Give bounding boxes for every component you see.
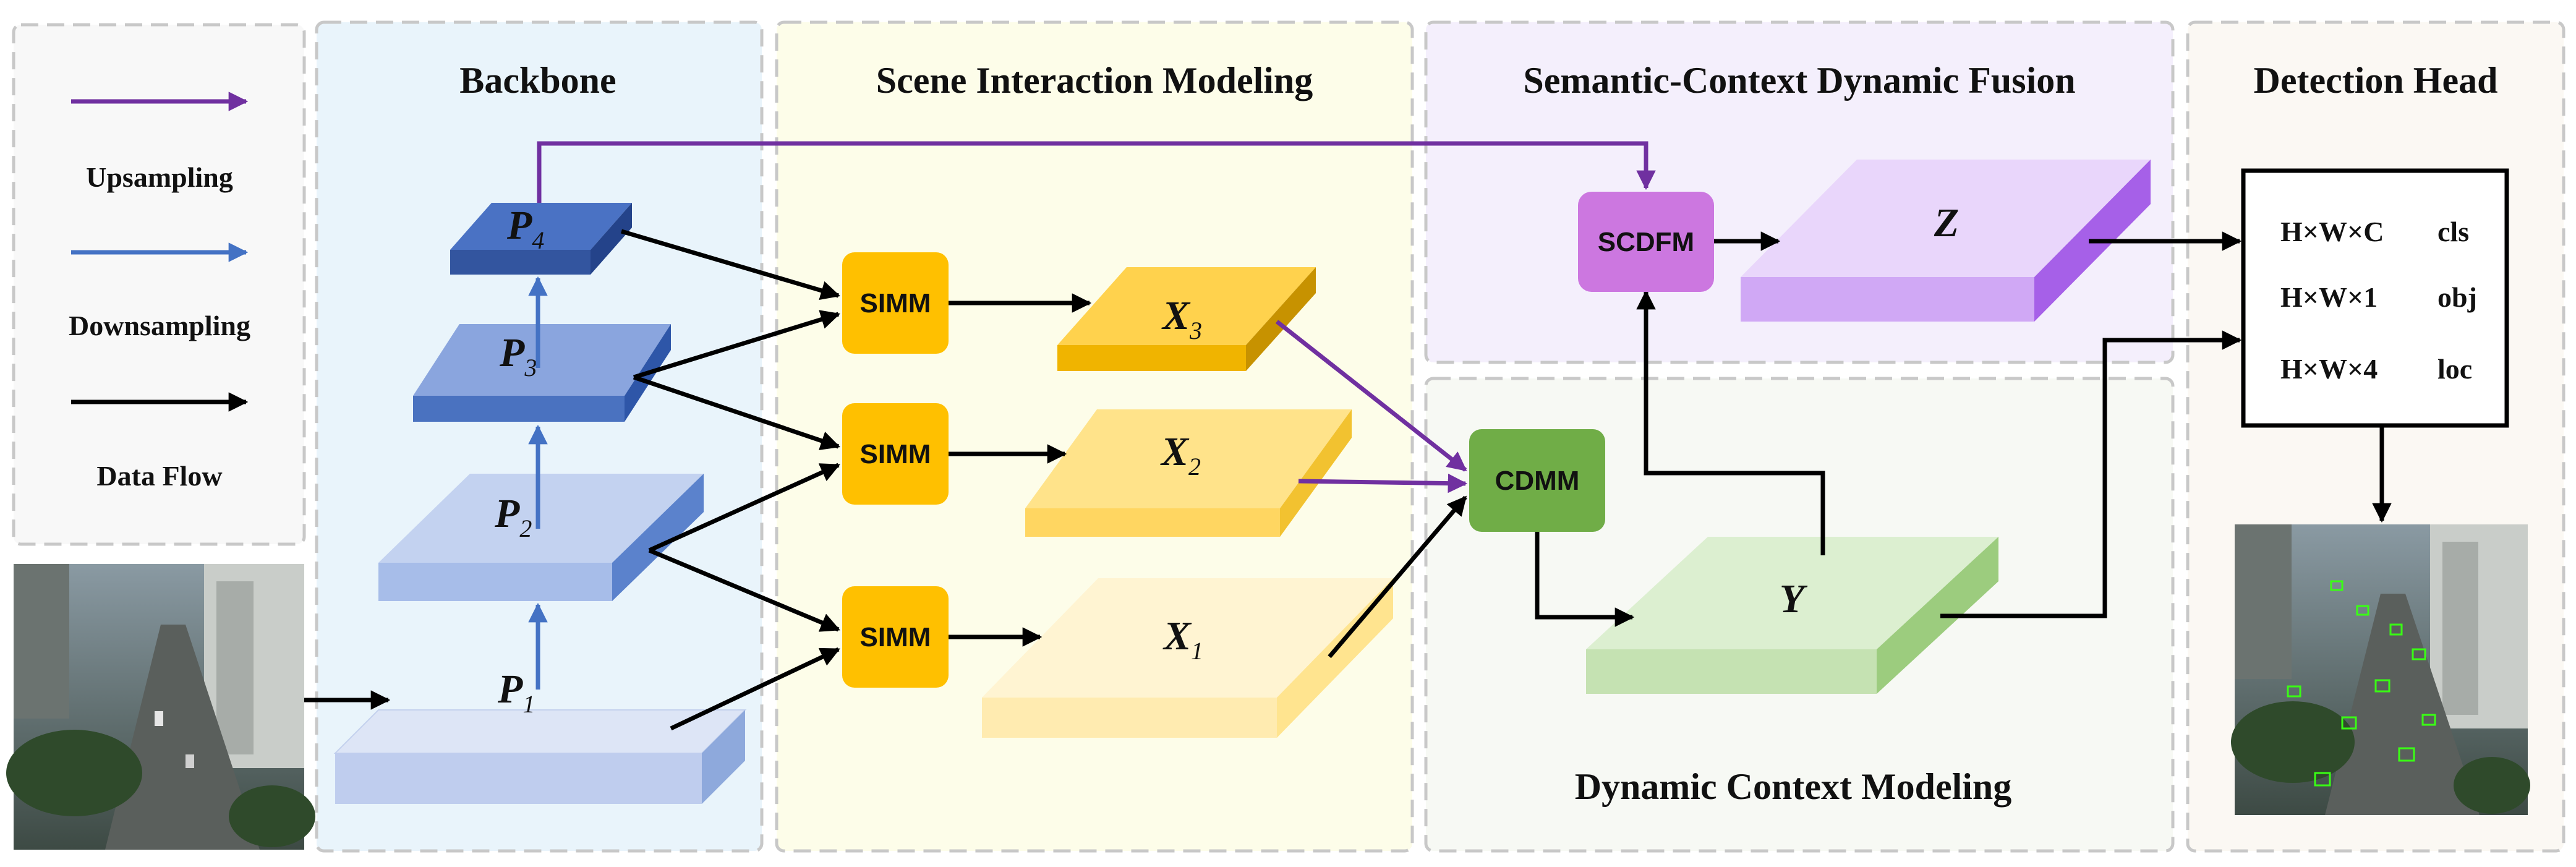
- backbone-level-p4: [450, 203, 632, 275]
- x1-feature: [982, 578, 1393, 738]
- svg-text:SIMM: SIMM: [860, 288, 931, 318]
- scdfm-module: SCDFM: [1578, 192, 1714, 292]
- simm-module-bottom: SIMM: [842, 586, 949, 688]
- scene-interaction-title: Scene Interaction Modeling: [876, 60, 1313, 101]
- p2-label: P2: [494, 491, 532, 542]
- p4-to-scdfm-upsampling-arrow: [537, 141, 1656, 203]
- y-feature: [1586, 537, 1998, 694]
- backbone-level-p2: [378, 474, 704, 601]
- x2-to-cdmm-arrow: [1298, 473, 1468, 493]
- legend-upsampling-label: Upsampling: [86, 161, 233, 193]
- detection-result-image: [2231, 524, 2530, 815]
- backbone-level-p1: [333, 709, 747, 804]
- input-image: [6, 564, 315, 850]
- p4-to-simm-top-arrow: [621, 229, 841, 301]
- semantic-fusion-title: Semantic-Context Dynamic Fusion: [1523, 60, 2075, 101]
- output-cls-shape: H×W×C: [2280, 216, 2384, 247]
- dynamic-context-title: Dynamic Context Modeling: [1575, 766, 2012, 807]
- simm-module-middle: SIMM: [842, 403, 949, 505]
- p1-to-simm-bottom-arrow: [670, 647, 840, 731]
- svg-text:SIMM: SIMM: [860, 439, 931, 469]
- y-to-scdfm-arrow: [1636, 289, 1825, 555]
- detection-output-box: [2241, 168, 2509, 428]
- legend-dataflow-label: Data Flow: [96, 460, 222, 492]
- output-obj-shape: H×W×1: [2280, 281, 2378, 313]
- backbone-level-p3: [413, 324, 671, 422]
- cdmm-module: CDMM: [1469, 429, 1605, 532]
- svg-text:SCDFM: SCDFM: [1598, 227, 1694, 257]
- y-to-head-arrow: [1940, 330, 2242, 618]
- cdmm-to-y-arrow: [1535, 532, 1635, 627]
- x3-to-cdmm-arrow: [1275, 320, 1467, 472]
- p3-to-simm-top-arrow: [633, 310, 841, 380]
- x2-feature: [1025, 409, 1352, 537]
- svg-text:SIMM: SIMM: [860, 622, 931, 652]
- output-cls-label: cls: [2437, 216, 2469, 247]
- svg-text:CDMM: CDMM: [1495, 466, 1580, 496]
- output-loc-shape: H×W×4: [2280, 353, 2378, 385]
- x2-label: X2: [1160, 429, 1201, 480]
- legend-downsampling-label: Downsampling: [69, 310, 250, 341]
- p2-to-simm-middle-arrow: [648, 463, 840, 553]
- p3-label: P3: [499, 330, 537, 382]
- legend-panel: [12, 23, 306, 546]
- x1-to-cdmm-arrow: [1328, 495, 1467, 659]
- output-obj-label: obj: [2437, 281, 2477, 313]
- p4-label: P4: [506, 203, 544, 254]
- p3-to-simm-middle-arrow: [633, 375, 840, 450]
- z-label: Z: [1934, 200, 1959, 246]
- x1-label: X1: [1162, 613, 1203, 665]
- p1-label: P1: [497, 667, 535, 718]
- x3-feature: [1057, 267, 1316, 371]
- backbone-title: Backbone: [459, 60, 616, 101]
- detection-head-title: Detection Head: [2254, 60, 2498, 101]
- p2-to-simm-bottom-arrow: [648, 548, 840, 632]
- simm-module-top: SIMM: [842, 252, 949, 354]
- output-loc-label: loc: [2437, 353, 2472, 385]
- x3-label: X3: [1161, 293, 1202, 344]
- y-label: Y: [1780, 576, 1808, 621]
